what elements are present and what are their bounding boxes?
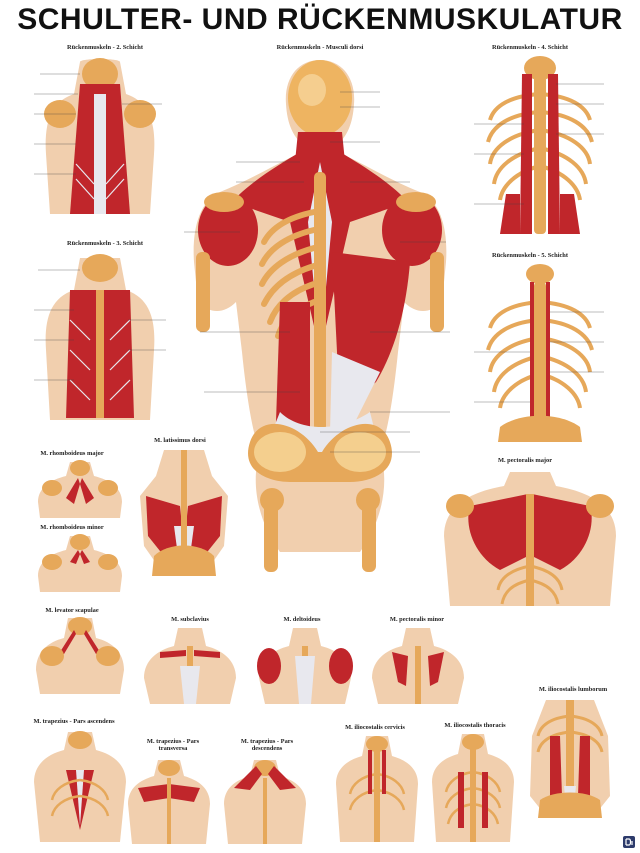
panel-label-ilio-lumb: M. iliocostalis lumborum [538,686,608,693]
panel-label-deltoideus: M. deltoideus [283,616,321,623]
panel-label-layer2: Rückenmuskeln - 2. Schicht [67,44,143,51]
panel-label-layer5: Rückenmuskeln - 5. Schicht [492,252,568,259]
rhomb-major-figure [30,458,130,522]
panel-label-layer3: Rückenmuskeln - 3. Schicht [67,240,143,247]
panel-label-spin-cerv: M. iliocostalis cervicis [345,724,405,731]
pect-major-figure [440,466,620,626]
poster-title: SCHULTER- UND RÜCKENMUSKULATUR [17,3,623,36]
publisher-logo-icon [622,835,636,849]
spin-cerv-figure [332,734,422,844]
ilio-lumb-figure [520,696,620,821]
subclavius-figure [140,626,240,706]
lat-dorsi-figure [134,446,234,586]
rhomb-minor-figure [30,532,130,596]
panel-label-pect-minor: M. pectoralis minor [389,616,445,623]
main-back-figure [180,52,460,582]
panel-label-lat-dorsi: M. latissimus dorsi [154,437,206,444]
panel-label-ilio-thor: M. iliocostalis thoracis [444,722,506,729]
panel-label-pect-major: M. pectoralis major [497,457,553,464]
trap-desc-figure [220,758,310,846]
panel-label-layer4: Rückenmuskeln - 4. Schicht [492,44,568,51]
panel-label-rhomb-minor: M. rhomboideus minor [40,524,104,531]
pect-minor-figure [368,626,468,706]
deltoideus-figure [255,626,355,706]
layer2-figure [30,54,170,234]
panel-label-trap-asc: M. trapezius - Pars ascendens [33,718,115,725]
panel-label-main: Rückenmuskeln - Musculi dorsi [276,44,364,51]
lev-scap-figure [30,616,130,696]
panel-label-trap-desc: M. trapezius - Pars descendens [240,738,294,752]
layer4-figure [470,54,610,239]
trap-asc-figure [30,730,130,845]
layer3-figure [30,250,170,425]
panel-label-rhomb-major: M. rhomboideus major [40,450,104,457]
layer5-figure [470,262,610,447]
panel-label-trap-trans: M. trapezius - Pars transversa [146,738,200,752]
panel-label-subclavius: M. subclavius [171,616,209,623]
ilio-thor-figure [428,732,518,844]
trap-trans-figure [124,758,214,846]
panel-label-lev-scap: M. levator scapulae [45,607,99,614]
